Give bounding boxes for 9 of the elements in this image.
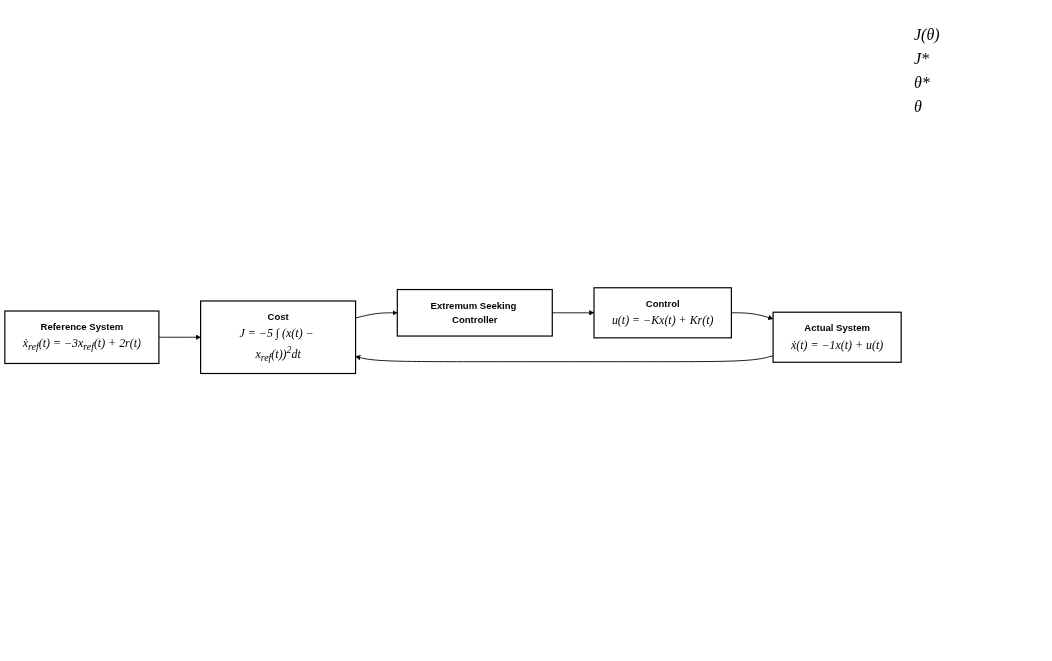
node-box: Actual System ẋ(t) = −1x(t) + u(t) — [772, 311, 902, 363]
plot-label: θ* — [914, 74, 931, 92]
plot-label: θ — [914, 98, 923, 116]
node-box: Cost J = −5 ∫ (x(t) − x$_{ref}$(t))$^{2}$dt — [200, 300, 357, 374]
node-box: Control u(t) = −Kx(t) + Kr(t) — [593, 287, 732, 339]
plot-label: J* — [914, 50, 931, 68]
plot-label: J(θ) — [914, 26, 941, 44]
node-box: Reference System ẋ$_{ref}$(t) = −3x$_{ref}$(t) + 2r(t) — [4, 310, 160, 364]
node-box: Extremum Seeking Controller — [396, 288, 553, 337]
